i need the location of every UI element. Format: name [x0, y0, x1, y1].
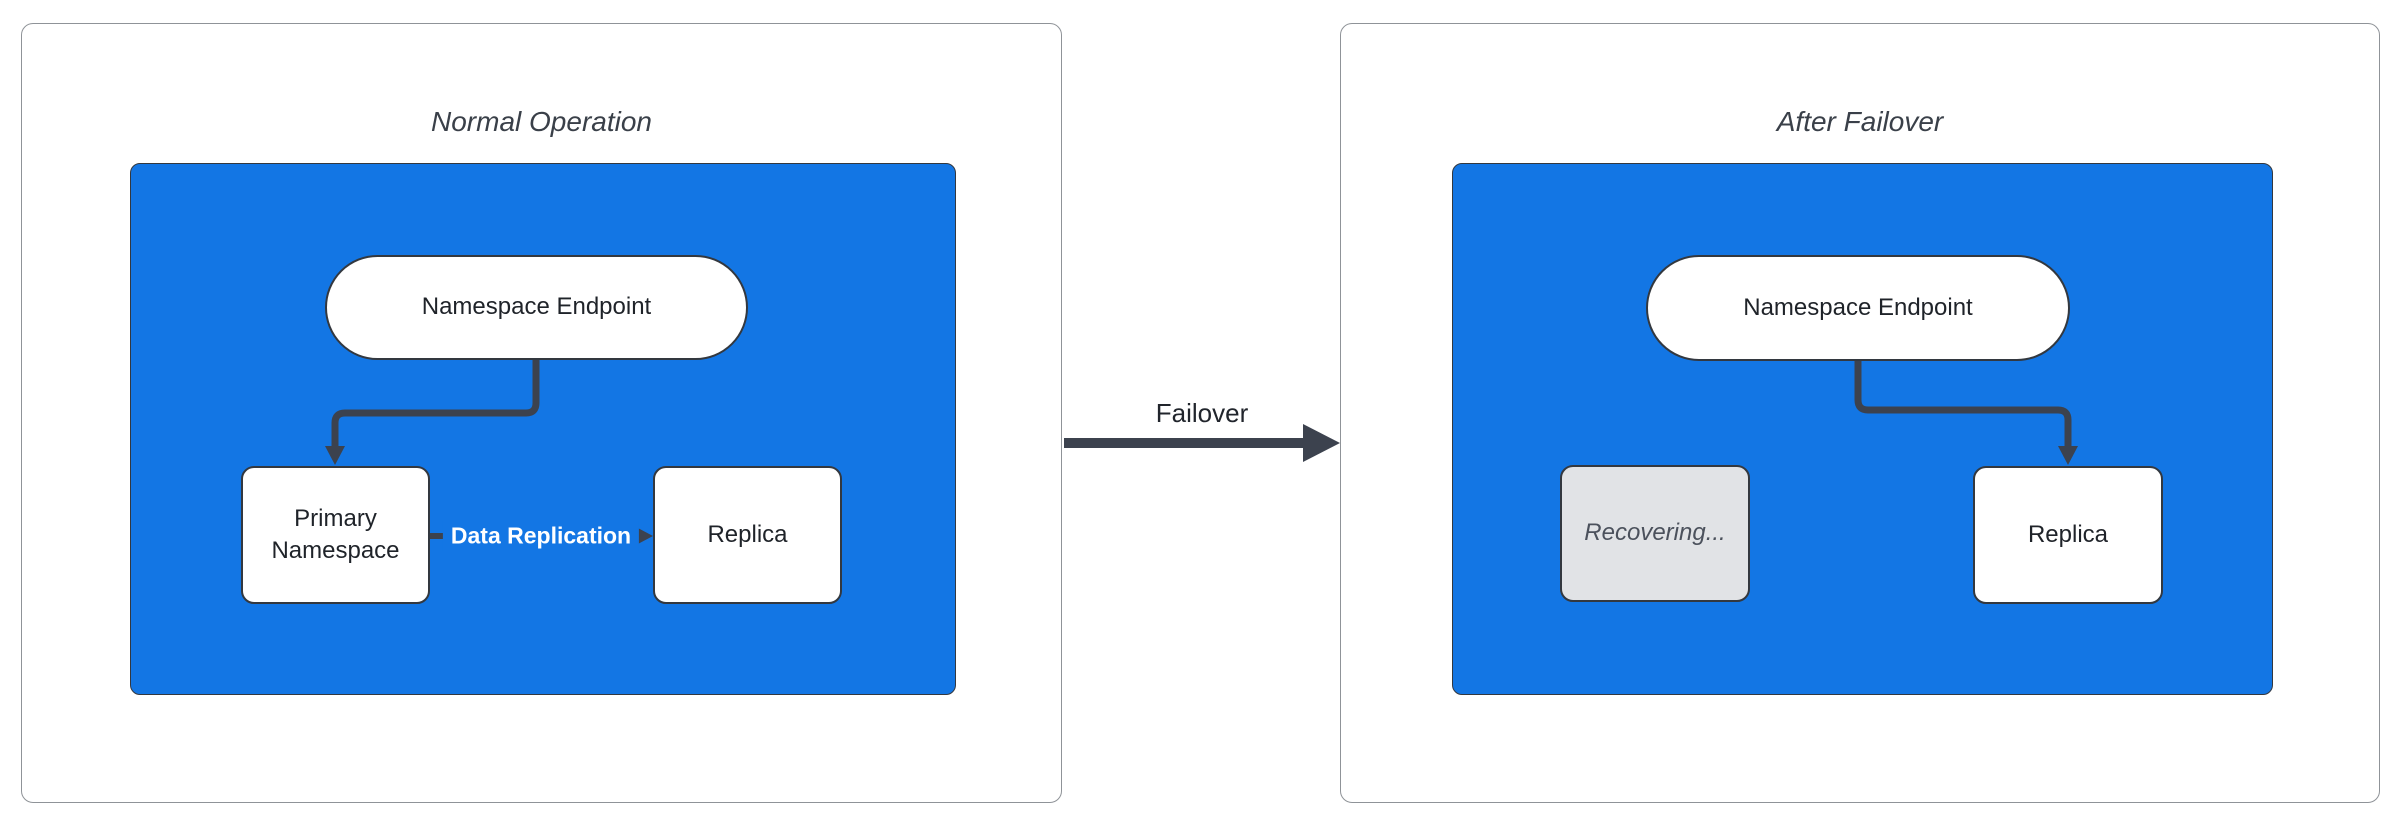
after-failover-title: After Failover	[1776, 106, 1944, 137]
failover-namespace-endpoint-node: Namespace Endpoint	[1646, 255, 2070, 361]
data-replication-edge-label: Data Replication	[442, 520, 640, 552]
failover-replica-node: Replica	[1973, 466, 2163, 604]
normal-namespace-endpoint-label: Namespace Endpoint	[421, 293, 652, 321]
failover-cluster-container	[1452, 163, 2273, 695]
normal-cluster-container	[130, 163, 956, 695]
failover-replica-label: Replica	[2027, 520, 2109, 548]
primary-namespace-label: Primary Namespace	[271, 504, 400, 564]
recovering-label: Recovering...	[1584, 519, 1726, 547]
normal-replica-node: Replica	[653, 466, 842, 604]
normal-namespace-endpoint-node: Namespace Endpoint	[325, 255, 748, 360]
primary-namespace-node: Primary Namespace	[241, 466, 430, 604]
failover-namespace-endpoint-label: Namespace Endpoint	[1743, 293, 1973, 321]
failover-edge-label: Failover	[1155, 398, 1249, 428]
recovering-node: Recovering...	[1560, 465, 1750, 602]
failover-arrow	[1064, 424, 1340, 462]
normal-replica-label: Replica	[707, 520, 788, 548]
normal-operation-title: Normal Operation	[431, 106, 652, 137]
